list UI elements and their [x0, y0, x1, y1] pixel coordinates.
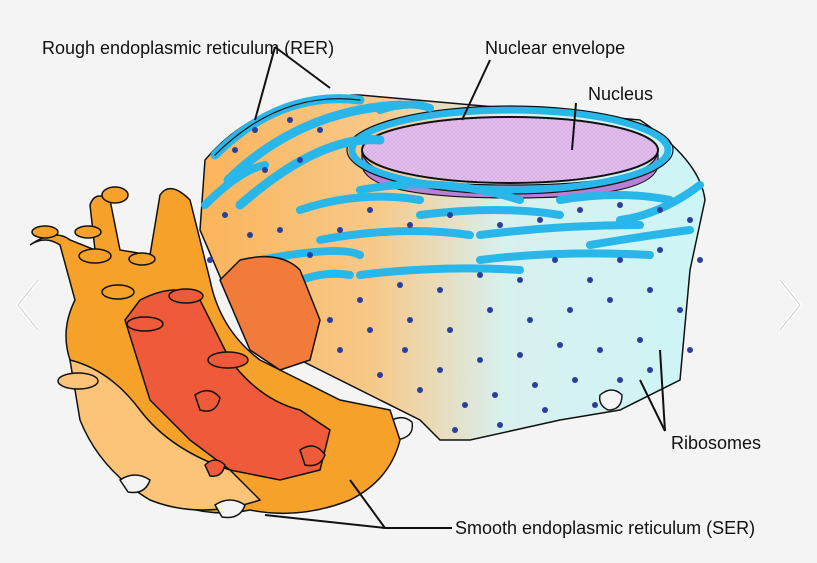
chevron-left-icon — [15, 278, 40, 332]
nucleus — [361, 116, 659, 184]
label-nucleus: Nucleus — [588, 84, 654, 104]
prev-button[interactable] — [8, 270, 48, 340]
rer-cisternae — [201, 94, 704, 289]
label-nuclear-envelope: Nuclear envelope — [485, 38, 626, 58]
smooth-er — [29, 186, 401, 519]
nuclear-envelope — [348, 106, 672, 194]
next-button[interactable] — [770, 270, 810, 340]
chevron-right-icon — [778, 278, 803, 332]
leader-lines — [254, 46, 666, 529]
label-ser: Smooth endoplasmic reticulum (SER) — [455, 518, 756, 538]
ribosomes — [207, 117, 703, 433]
label-rer: Rough endoplasmic reticulum (RER) — [42, 38, 335, 58]
label-ribosomes: Ribosomes — [671, 433, 762, 453]
